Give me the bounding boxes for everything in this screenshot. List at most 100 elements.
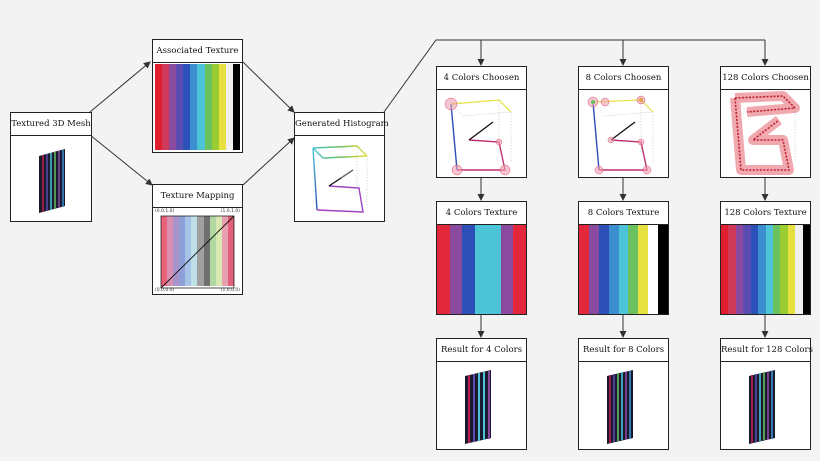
texture-stripe [204,64,212,150]
texture-stripe [735,225,744,314]
texture-mapping-box: Texture Mapping (0.0,1.0) (1.0,1.0) (0.0… [152,184,243,295]
textured-3d-mesh-box: Textured 3D Mesh [10,112,92,222]
texture-stripe [618,225,629,314]
texture-stripe [608,225,619,314]
mapping-corner-bottom-right: (1.0,0.0) [220,288,240,293]
texture-8-colors-image [579,225,669,314]
texture-stripe [728,225,736,314]
box-title: 8 Colors Choosen [579,67,668,90]
texture-stripe [743,225,751,314]
texture-stripe [802,225,811,314]
texture-stripe [173,216,180,286]
texture-stripe [628,225,639,314]
texture-stripe [500,225,514,314]
generated-histogram-box: Generated Histogram [294,112,389,222]
associated-texture-box: Associated Texture [152,39,243,153]
texture-stripe [169,64,177,150]
arrow-mapping-to-histogram [242,137,295,186]
texture-stripe [750,225,759,314]
texture-stripe [658,225,669,314]
box-title: Associated Texture [153,40,242,63]
texture-stripe [232,64,240,150]
chosen-128-colors-box: 128 Colors Choosen [720,66,811,178]
texture-stripe [462,225,476,314]
texture-stripe [211,64,219,150]
texture-128-colors-box: 128 Colors Texture [720,201,811,315]
texture-stripe [227,216,234,286]
mapping-corner-top-left: (0.0,1.0) [155,209,175,214]
box-title: Result for 8 Colors [579,339,668,362]
texture-stripe [513,225,527,314]
texture-stripe [772,225,781,314]
texture-128-colors-image [721,225,811,314]
arrow-mesh-to-mapping [89,134,153,186]
texture-stripe [167,216,174,286]
texture-stripe [190,64,198,150]
texture-stripe [225,64,233,150]
texture-stripe [579,225,589,314]
texture-stripe [162,64,170,150]
texture-stripe [218,64,226,150]
histogram-plot [312,145,368,213]
box-title: 4 Colors Texture [437,202,526,225]
box-title: Result for 4 Colors [437,339,526,362]
texture-stripe [221,216,228,286]
box-title: Textured 3D Mesh [11,113,91,136]
chosen-128-colors-plot [730,91,800,175]
texture-stripe [183,64,191,150]
texture-stripe [787,225,796,314]
texture-stripe [179,216,186,286]
arrow-histogram-branch [383,39,765,113]
texture-8-colors-box: 8 Colors Texture [578,201,669,315]
texture-stripe [598,225,609,314]
arrow-texture-to-histogram [242,61,295,113]
texture-stripe [191,216,198,286]
box-title: Generated Histogram [295,113,389,136]
result-8-colors-render [607,370,633,444]
texture-stripe [197,216,204,286]
texture-stripe [437,225,450,314]
result-4-colors-box: Result for 4 Colors [436,338,527,450]
mapping-uv-diagonal [160,215,235,289]
result-128-colors-render [749,370,775,444]
chosen-8-colors-box: 8 Colors Choosen [578,66,669,178]
texture-stripe [795,225,803,314]
mapping-corner-top-right: (1.0,1.0) [220,209,240,214]
texture-stripe [203,216,210,286]
box-title: Result for 128 Colors [721,339,813,362]
texture-stripe [487,225,501,314]
texture-stripe [155,64,163,150]
box-title: 128 Colors Texture [721,202,810,225]
chosen-4-colors-plot [444,97,512,176]
texture-stripe [209,216,216,286]
chosen-8-colors-plot [587,95,654,175]
result-4-colors-render [465,370,491,444]
texture-stripe [765,225,773,314]
texture-stripe [780,225,788,314]
result-8-colors-box: Result for 8 Colors [578,338,669,450]
result-128-colors-box: Result for 128 Colors [720,338,813,450]
texture-stripe [638,225,649,314]
texture-stripe [758,225,766,314]
texture-stripe [648,225,659,314]
texture-stripe [449,225,463,314]
texture-stripe [161,216,168,286]
texture-4-colors-image [437,225,527,314]
mapping-corner-bottom-left: (0.0,0.0) [155,288,175,293]
box-title: 8 Colors Texture [579,202,668,225]
texture-stripe [588,225,599,314]
texture-stripe [185,216,192,286]
arrow-mesh-to-texture [89,61,151,113]
texture-stripe [197,64,205,150]
mesh-render [39,149,65,213]
texture-stripe [721,225,729,314]
associated-texture-image [155,64,240,150]
texture-stripe [176,64,184,150]
texture-4-colors-box: 4 Colors Texture [436,201,527,315]
box-title: 128 Colors Choosen [721,67,810,90]
box-title: Texture Mapping [153,185,242,208]
chosen-4-colors-box: 4 Colors Choosen [436,66,527,178]
texture-stripe [475,225,488,314]
texture-stripe [215,216,222,286]
